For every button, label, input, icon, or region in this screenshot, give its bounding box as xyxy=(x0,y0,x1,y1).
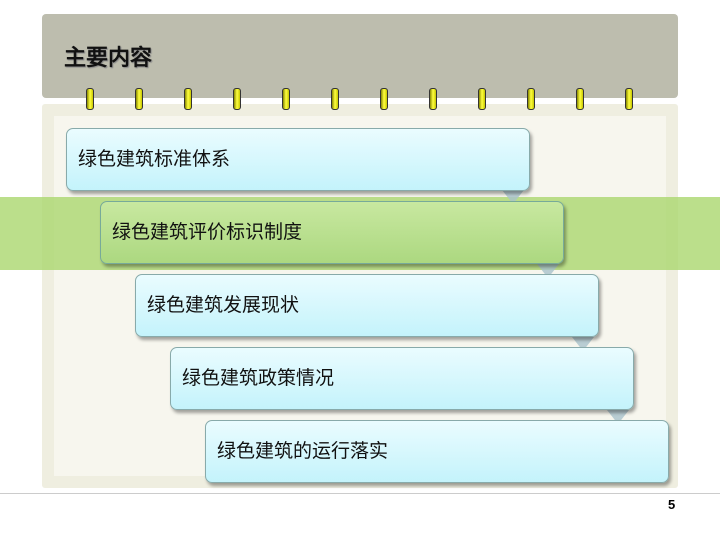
binder-ring-icon xyxy=(625,88,633,110)
footer-divider xyxy=(0,493,720,494)
list-item-selected[interactable]: 绿色建筑评价标识制度 xyxy=(100,201,564,264)
binder-ring-icon xyxy=(429,88,437,110)
binder-ring-icon xyxy=(331,88,339,110)
binder-ring-icon xyxy=(478,88,486,110)
binder-ring-icon xyxy=(184,88,192,110)
binder-ring-icon xyxy=(527,88,535,110)
list-item[interactable]: 绿色建筑标准体系 xyxy=(66,128,530,191)
list-item[interactable]: 绿色建筑的运行落实 xyxy=(205,420,669,483)
binder-ring-icon xyxy=(380,88,388,110)
slide-header: 主要内容 xyxy=(42,14,678,98)
binder-ring-icon xyxy=(282,88,290,110)
binder-ring-icon xyxy=(576,88,584,110)
binder-ring-icon xyxy=(135,88,143,110)
list-item[interactable]: 绿色建筑发展现状 xyxy=(135,274,599,337)
slide-title: 主要内容 xyxy=(64,46,153,71)
binder-ring-icon xyxy=(233,88,241,110)
binder-ring-icon xyxy=(86,88,94,110)
page-number: 5 xyxy=(668,497,676,512)
list-item[interactable]: 绿色建筑政策情况 xyxy=(170,347,634,410)
